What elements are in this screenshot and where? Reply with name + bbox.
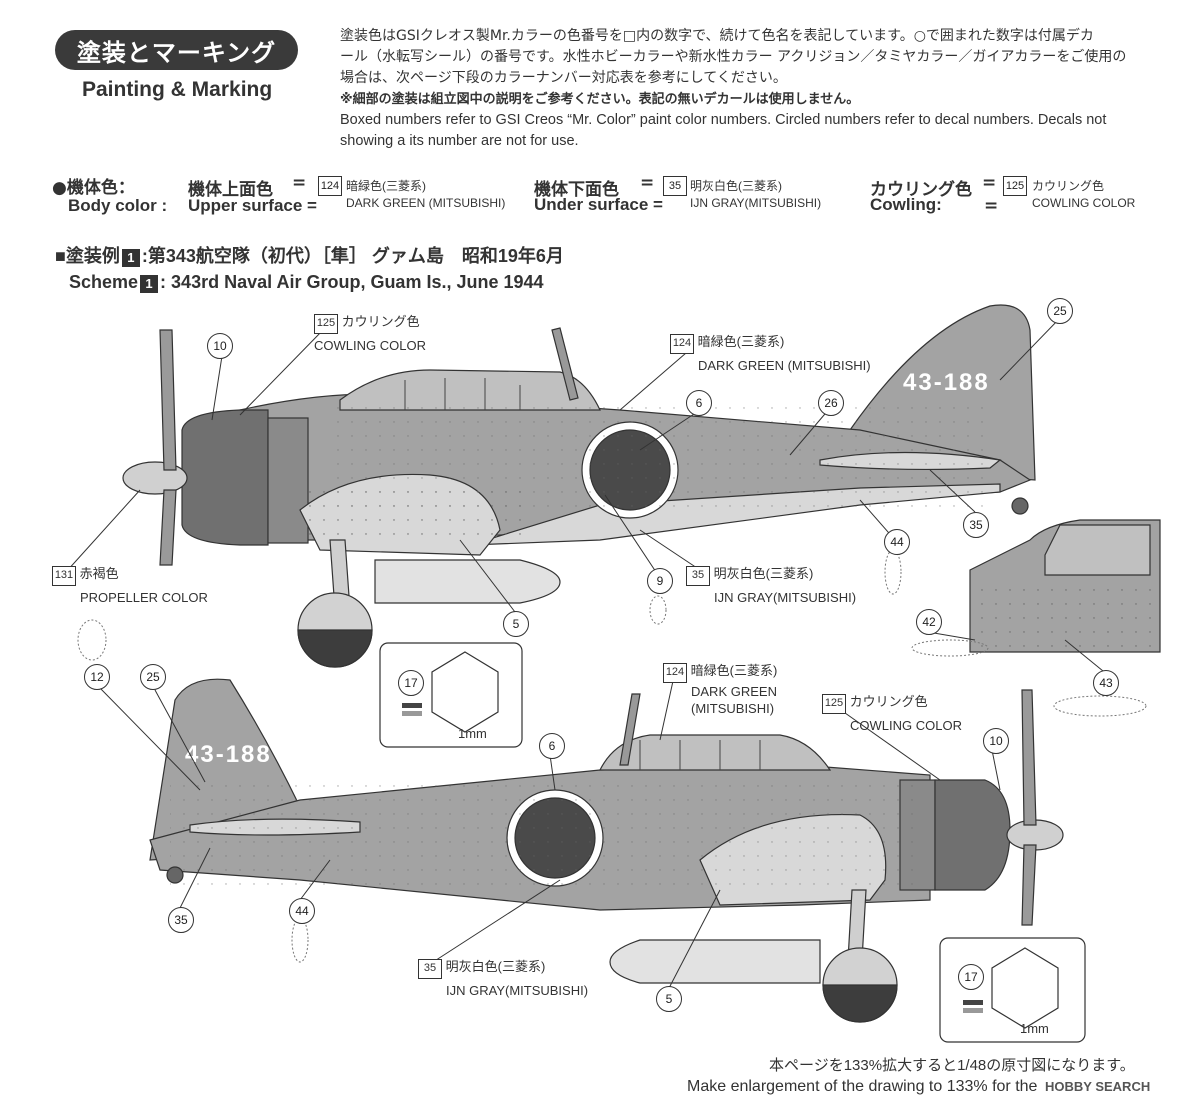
under-color-name-en: IJN GRAY(MITSUBISHI) [690, 196, 822, 210]
decal-callout-43: 43 [1093, 670, 1119, 696]
tail-code-bottom: 43-188 [185, 741, 272, 768]
cowl-color-name-jp: カウリング色 [1032, 179, 1105, 193]
aircraft-top-view [122, 304, 1036, 668]
section-title-en: Painting & Marking [82, 78, 273, 101]
equals-sign: = [982, 173, 997, 193]
decal-callout-17-lower: 17 [958, 964, 984, 990]
intro-text: 塗装色はGSIクレオス製Mr.カラーの色番号を□内の数字で、続けて色名を表記して… [340, 28, 1127, 149]
decal-swatches [77, 549, 1147, 963]
equals-sign: = [292, 173, 307, 193]
under-surface-en: Under surface = [534, 195, 663, 214]
lower-green-callout: 124 暗緑色(三菱系) DARK GREEN (MITSUBISHI) [663, 662, 777, 717]
decal-callout-5-lower: 5 [656, 986, 682, 1012]
decal-callout-44: 44 [884, 529, 910, 555]
decal-callout-25: 25 [1047, 298, 1073, 324]
leader-lines [65, 317, 1104, 991]
decal-callout-6: 6 [686, 390, 712, 416]
upper-color-name-en: DARK GREEN (MITSUBISHI) [346, 196, 506, 210]
equals-sign: = [640, 173, 655, 193]
tail-code-top: 43-188 [903, 369, 990, 396]
mm-label-top: 1mm [458, 726, 487, 741]
decal-callout-9: 9 [647, 568, 673, 594]
decal-callout-35-lower: 35 [168, 907, 194, 933]
decal-callout-12: 12 [84, 664, 110, 690]
cowling-color-callout: 125 カウリング色 COWLING COLOR [314, 313, 426, 353]
decal-callout-26: 26 [818, 390, 844, 416]
decal-callout-35: 35 [963, 512, 989, 538]
footer-jp: 本ページを133%拡大すると1/48の原寸図になります。 [769, 1057, 1135, 1074]
section-title-badge: 塗装とマーキング [55, 30, 298, 70]
decal-callout-10-lower: 10 [983, 728, 1009, 754]
body-color-label-jp: ●機体色： [52, 178, 135, 198]
decal-17-detail-bottom [939, 937, 1086, 1043]
cowl-color-name-en: COWLING COLOR [1032, 196, 1136, 210]
cowling-en: Cowling: [870, 195, 942, 214]
propeller-color-callout: 131 赤褐色 PROPELLER COLOR [52, 565, 208, 606]
footer-en: Make enlargement of the drawing to 133% … [687, 1078, 1126, 1095]
decal-callout-6-lower: 6 [539, 733, 565, 759]
aircraft-bottom-view [149, 678, 1064, 1023]
under-color-name-jp: 明灰白色(三菱系) [690, 179, 782, 193]
equals-sign-en: = [984, 196, 999, 216]
decal-callout-5: 5 [503, 611, 529, 637]
paint-box-124: 124 [318, 176, 342, 196]
lower-cowling-callout: 125 カウリング色 COWLING COLOR [822, 693, 962, 734]
decal-callout-25-lower: 25 [140, 664, 166, 690]
paint-box-125: 125 [1003, 176, 1027, 196]
upper-surface-jp: 機体上面色 [188, 180, 273, 200]
decal-callout-17: 17 [398, 670, 424, 696]
decal-17-detail-top [379, 642, 523, 748]
decal-callout-42: 42 [916, 609, 942, 635]
paint-box-35: 35 [663, 176, 687, 196]
cockpit-detail-inset [969, 519, 1161, 653]
decal-callout-44-lower: 44 [289, 898, 315, 924]
upper-green-callout: 124 暗緑色(三菱系) DARK GREEN (MITSUBISHI) [670, 333, 871, 374]
body-color-label-en: Body color : [68, 196, 168, 215]
upper-surface-en: Upper surface = [188, 196, 317, 215]
watermark: HOBBY SEARCH [1042, 1079, 1154, 1094]
under-surface-jp: 機体下面色 [534, 180, 619, 200]
under-gray-callout: 35 明灰白色(三菱系) IJN GRAY(MITSUBISHI) [686, 565, 856, 606]
decal-callout-10: 10 [207, 333, 233, 359]
lower-gray-callout: 35 明灰白色(三菱系) IJN GRAY(MITSUBISHI) [418, 958, 588, 999]
upper-color-name-jp: 暗緑色(三菱系) [346, 179, 426, 193]
cowling-jp: カウリング色 [870, 180, 972, 200]
mm-label-bottom: 1mm [1020, 1021, 1049, 1036]
